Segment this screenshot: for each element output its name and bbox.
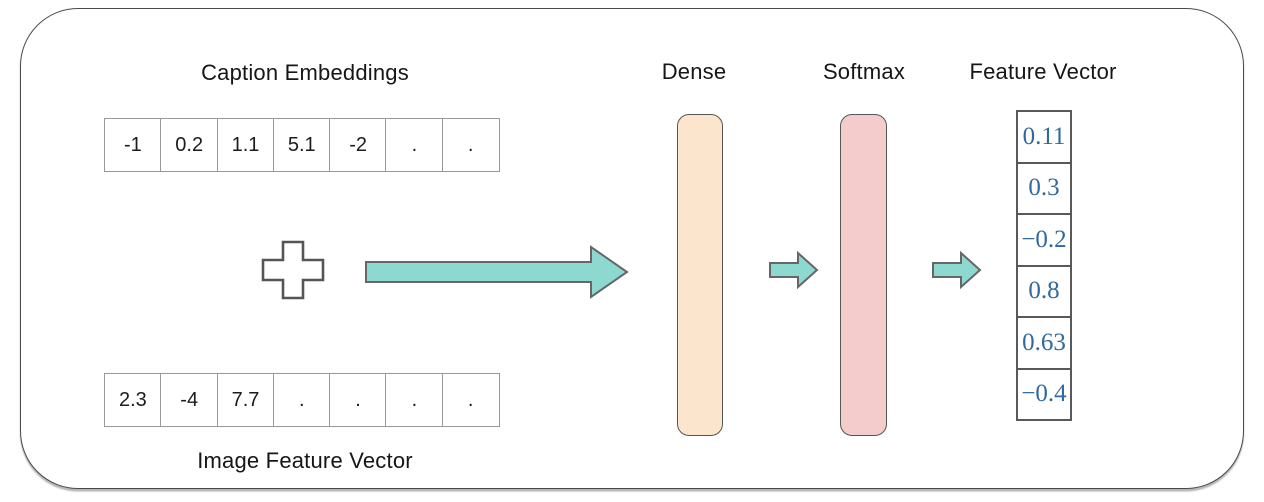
image-feature-vector-label: Image Feature Vector	[197, 448, 413, 473]
vector-cell: .	[441, 373, 500, 427]
vector-cell: −0.4	[1016, 367, 1072, 421]
vector-cell: .	[385, 118, 444, 172]
caption-embeddings-row: -1 0.2 1.1 5.1 -2 . .	[104, 118, 500, 172]
vector-cell: 0.8	[1016, 264, 1072, 318]
vector-cell: 2.3	[104, 373, 162, 427]
feature-vector-label: Feature Vector	[969, 59, 1117, 84]
vector-cell: 0.63	[1016, 316, 1072, 370]
vector-cell: 0.11	[1016, 110, 1072, 164]
image-feature-vector-row: 2.3 -4 7.7 . . . .	[104, 373, 500, 427]
softmax-label: Softmax	[822, 59, 906, 84]
vector-cell: 7.7	[216, 373, 275, 427]
right-arrow-icon	[769, 251, 819, 289]
vector-cell: 0.3	[1016, 161, 1072, 215]
softmax-layer-pill	[840, 114, 887, 436]
vector-cell: 1.1	[216, 118, 275, 172]
dense-label: Dense	[661, 59, 727, 84]
vector-cell: .	[329, 373, 387, 427]
caption-embeddings-label: Caption Embeddings	[201, 60, 409, 85]
dense-layer-pill	[677, 114, 723, 436]
vector-cell: .	[272, 373, 331, 427]
plus-icon	[261, 240, 325, 300]
vector-cell: .	[441, 118, 500, 172]
vector-cell: -2	[329, 118, 387, 172]
vector-cell: .	[385, 373, 444, 427]
vector-cell: 0.2	[160, 118, 219, 172]
vector-cell: -4	[160, 373, 219, 427]
vector-cell: −0.2	[1016, 213, 1072, 267]
vector-cell: -1	[104, 118, 162, 172]
vector-cell: 5.1	[272, 118, 331, 172]
right-arrow-icon	[365, 245, 629, 299]
feature-vector-column: 0.11 0.3 −0.2 0.8 0.63 −0.4	[1016, 110, 1072, 421]
right-arrow-icon	[932, 251, 982, 289]
